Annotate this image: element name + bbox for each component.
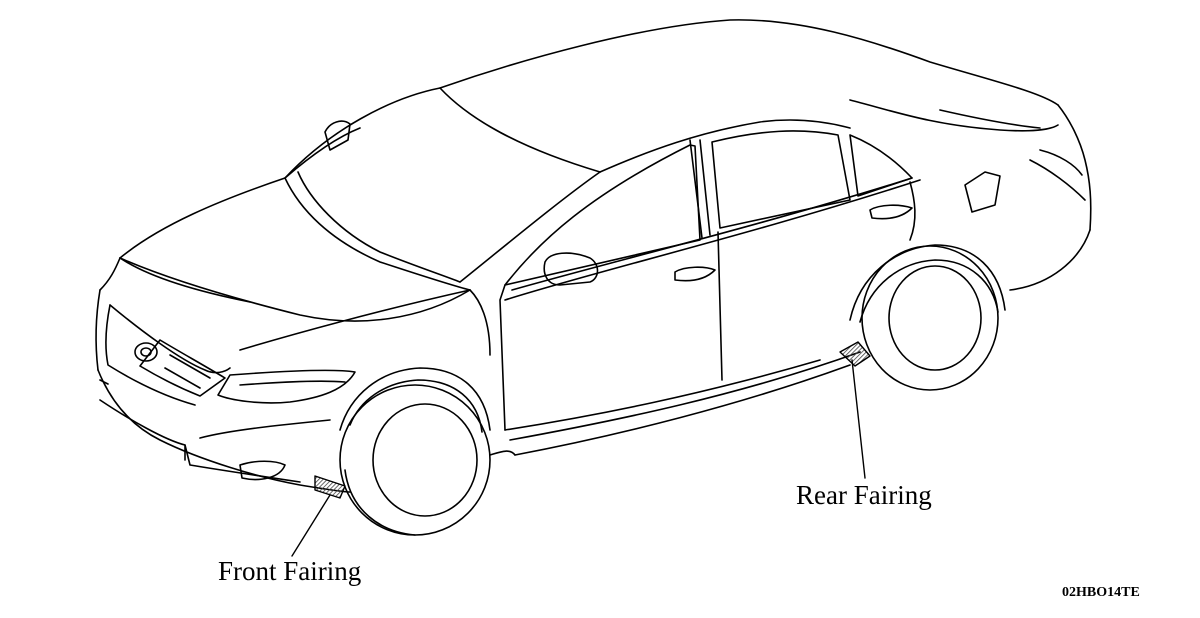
front-fairing-label: Front Fairing	[218, 556, 362, 586]
rear-wheel	[861, 245, 999, 391]
rear-fairing-part	[839, 341, 871, 367]
rear-fairing-label: Rear Fairing	[796, 480, 932, 510]
rear-fairing-leader-line	[851, 359, 866, 479]
car-body-outline	[95, 19, 1092, 493]
front-wheel	[339, 384, 491, 536]
front-fairing-leader-line	[291, 494, 331, 557]
front-fairing-part	[314, 475, 346, 499]
figure-reference-id: 02HBO14TE	[1062, 585, 1140, 600]
